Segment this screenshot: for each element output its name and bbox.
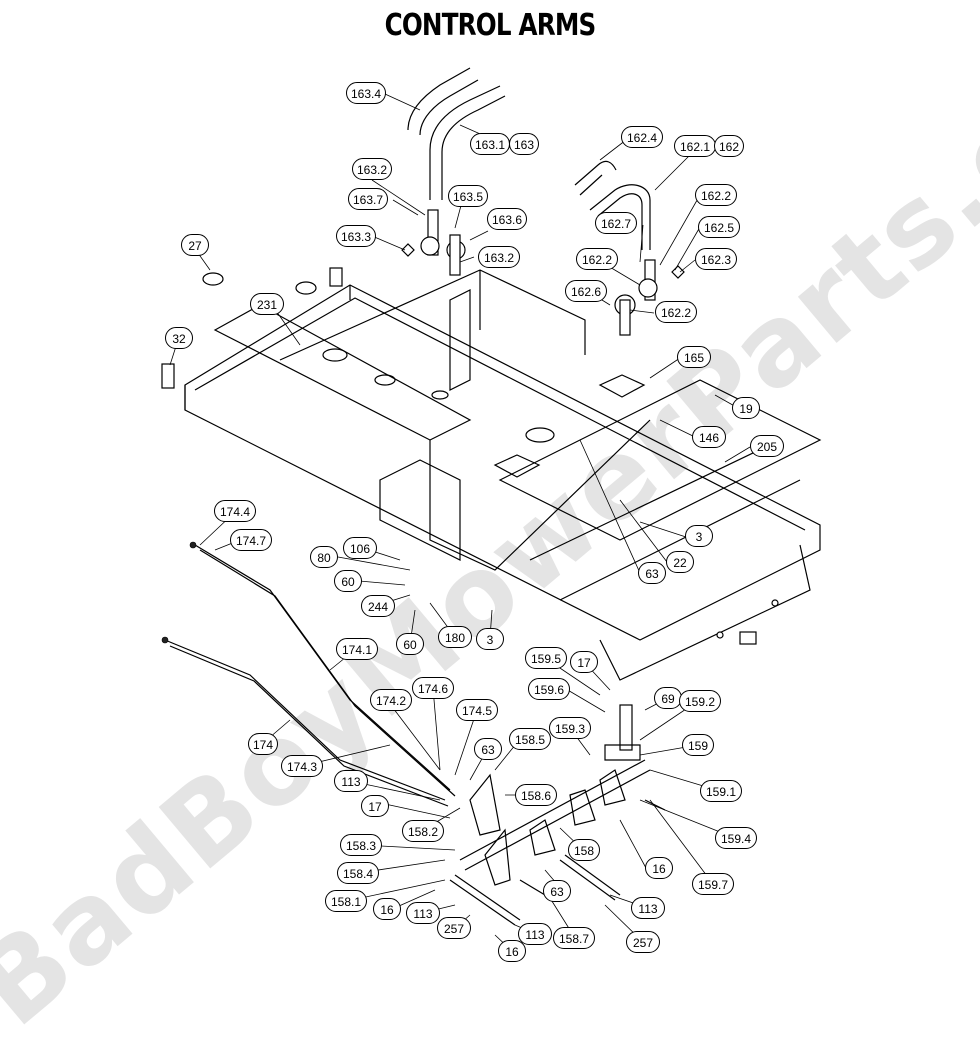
callout-159: 159	[682, 734, 714, 756]
callout-63b: 63	[474, 738, 502, 760]
callout-174-7: 174.7	[230, 529, 272, 551]
callout-158-5: 158.5	[509, 728, 551, 750]
callout-159-1: 159.1	[700, 780, 742, 802]
callout-257a: 257	[437, 917, 471, 939]
callout-69: 69	[654, 687, 682, 709]
callout-174-2: 174.2	[370, 689, 412, 711]
callout-158-2: 158.2	[402, 820, 444, 842]
callout-27: 27	[181, 234, 209, 256]
callout-174-1: 174.1	[336, 638, 378, 660]
callout-163-2: 163.2	[352, 158, 392, 180]
callout-163-5: 163.5	[448, 185, 488, 207]
callout-158-3: 158.3	[340, 834, 382, 856]
callout-60a: 60	[334, 570, 362, 592]
callout-163-7: 163.7	[348, 188, 388, 210]
callout-162-3: 162.3	[695, 248, 737, 270]
callout-60b: 60	[396, 633, 424, 655]
callout-159-5: 159.5	[525, 647, 567, 669]
callout-174-4: 174.4	[214, 500, 256, 522]
callout-162: 162	[714, 135, 744, 157]
callout-3a: 3	[685, 525, 713, 547]
callout-158: 158	[568, 839, 600, 861]
callout-32: 32	[165, 327, 193, 349]
callout-19: 19	[732, 397, 760, 419]
callout-163-6: 163.6	[487, 208, 527, 230]
callout-163-4: 163.4	[346, 82, 386, 104]
callout-162-7: 162.7	[595, 212, 637, 234]
callout-163-1: 163.1	[470, 133, 510, 155]
callout-174-5: 174.5	[456, 699, 498, 721]
callout-180: 180	[438, 626, 472, 648]
callout-231: 231	[250, 293, 284, 315]
linkage-rods	[161, 541, 456, 807]
callout-159-4: 159.4	[715, 827, 757, 849]
callout-158-4: 158.4	[337, 862, 379, 884]
callout-159-7: 159.7	[692, 873, 734, 895]
lower-arm-assembly	[449, 704, 666, 926]
mower-frame	[161, 267, 822, 681]
callout-163-2b: 163.2	[478, 246, 520, 268]
callout-16a: 16	[373, 898, 401, 920]
callout-63c: 63	[543, 880, 571, 902]
callout-158-1: 158.1	[325, 890, 367, 912]
callout-205: 205	[750, 435, 784, 457]
callout-16c: 16	[645, 857, 673, 879]
callout-106: 106	[343, 537, 377, 559]
callout-158-7: 158.7	[553, 927, 595, 949]
callout-257b: 257	[626, 931, 660, 953]
callout-159-6: 159.6	[528, 678, 570, 700]
callout-244: 244	[361, 595, 395, 617]
callout-63a: 63	[638, 562, 666, 584]
callout-113c: 113	[518, 923, 552, 945]
callout-162-1: 162.1	[674, 135, 716, 157]
control-arm-163	[401, 67, 506, 276]
callout-163: 163	[509, 133, 539, 155]
callout-159-2: 159.2	[679, 690, 721, 712]
callout-162-5: 162.5	[698, 216, 740, 238]
callout-22: 22	[666, 551, 694, 573]
callout-146: 146	[692, 426, 726, 448]
page-title: CONTROL ARMS	[384, 8, 597, 43]
callout-163-3: 163.3	[336, 225, 376, 247]
exploded-parts-diagram	[161, 67, 822, 952]
callout-162-2b: 162.2	[576, 248, 618, 270]
callout-162-4: 162.4	[621, 126, 663, 148]
callout-174-6: 174.6	[412, 677, 454, 699]
callout-17a: 17	[361, 795, 389, 817]
callout-159-3: 159.3	[549, 717, 591, 739]
callout-113b: 113	[406, 902, 440, 924]
callout-165: 165	[677, 346, 711, 368]
callout-113a: 113	[334, 770, 368, 792]
callout-162-6: 162.6	[565, 280, 607, 302]
callout-16b: 16	[498, 940, 526, 962]
callout-80: 80	[310, 546, 338, 568]
callout-113d: 113	[631, 897, 665, 919]
callout-3b: 3	[476, 628, 504, 650]
callout-162-2a: 162.2	[695, 184, 737, 206]
callout-158-6: 158.6	[515, 784, 557, 806]
callout-174: 174	[248, 733, 278, 755]
callout-17b: 17	[570, 651, 598, 673]
callout-174-3: 174.3	[281, 755, 323, 777]
callout-162-2c: 162.2	[655, 301, 697, 323]
